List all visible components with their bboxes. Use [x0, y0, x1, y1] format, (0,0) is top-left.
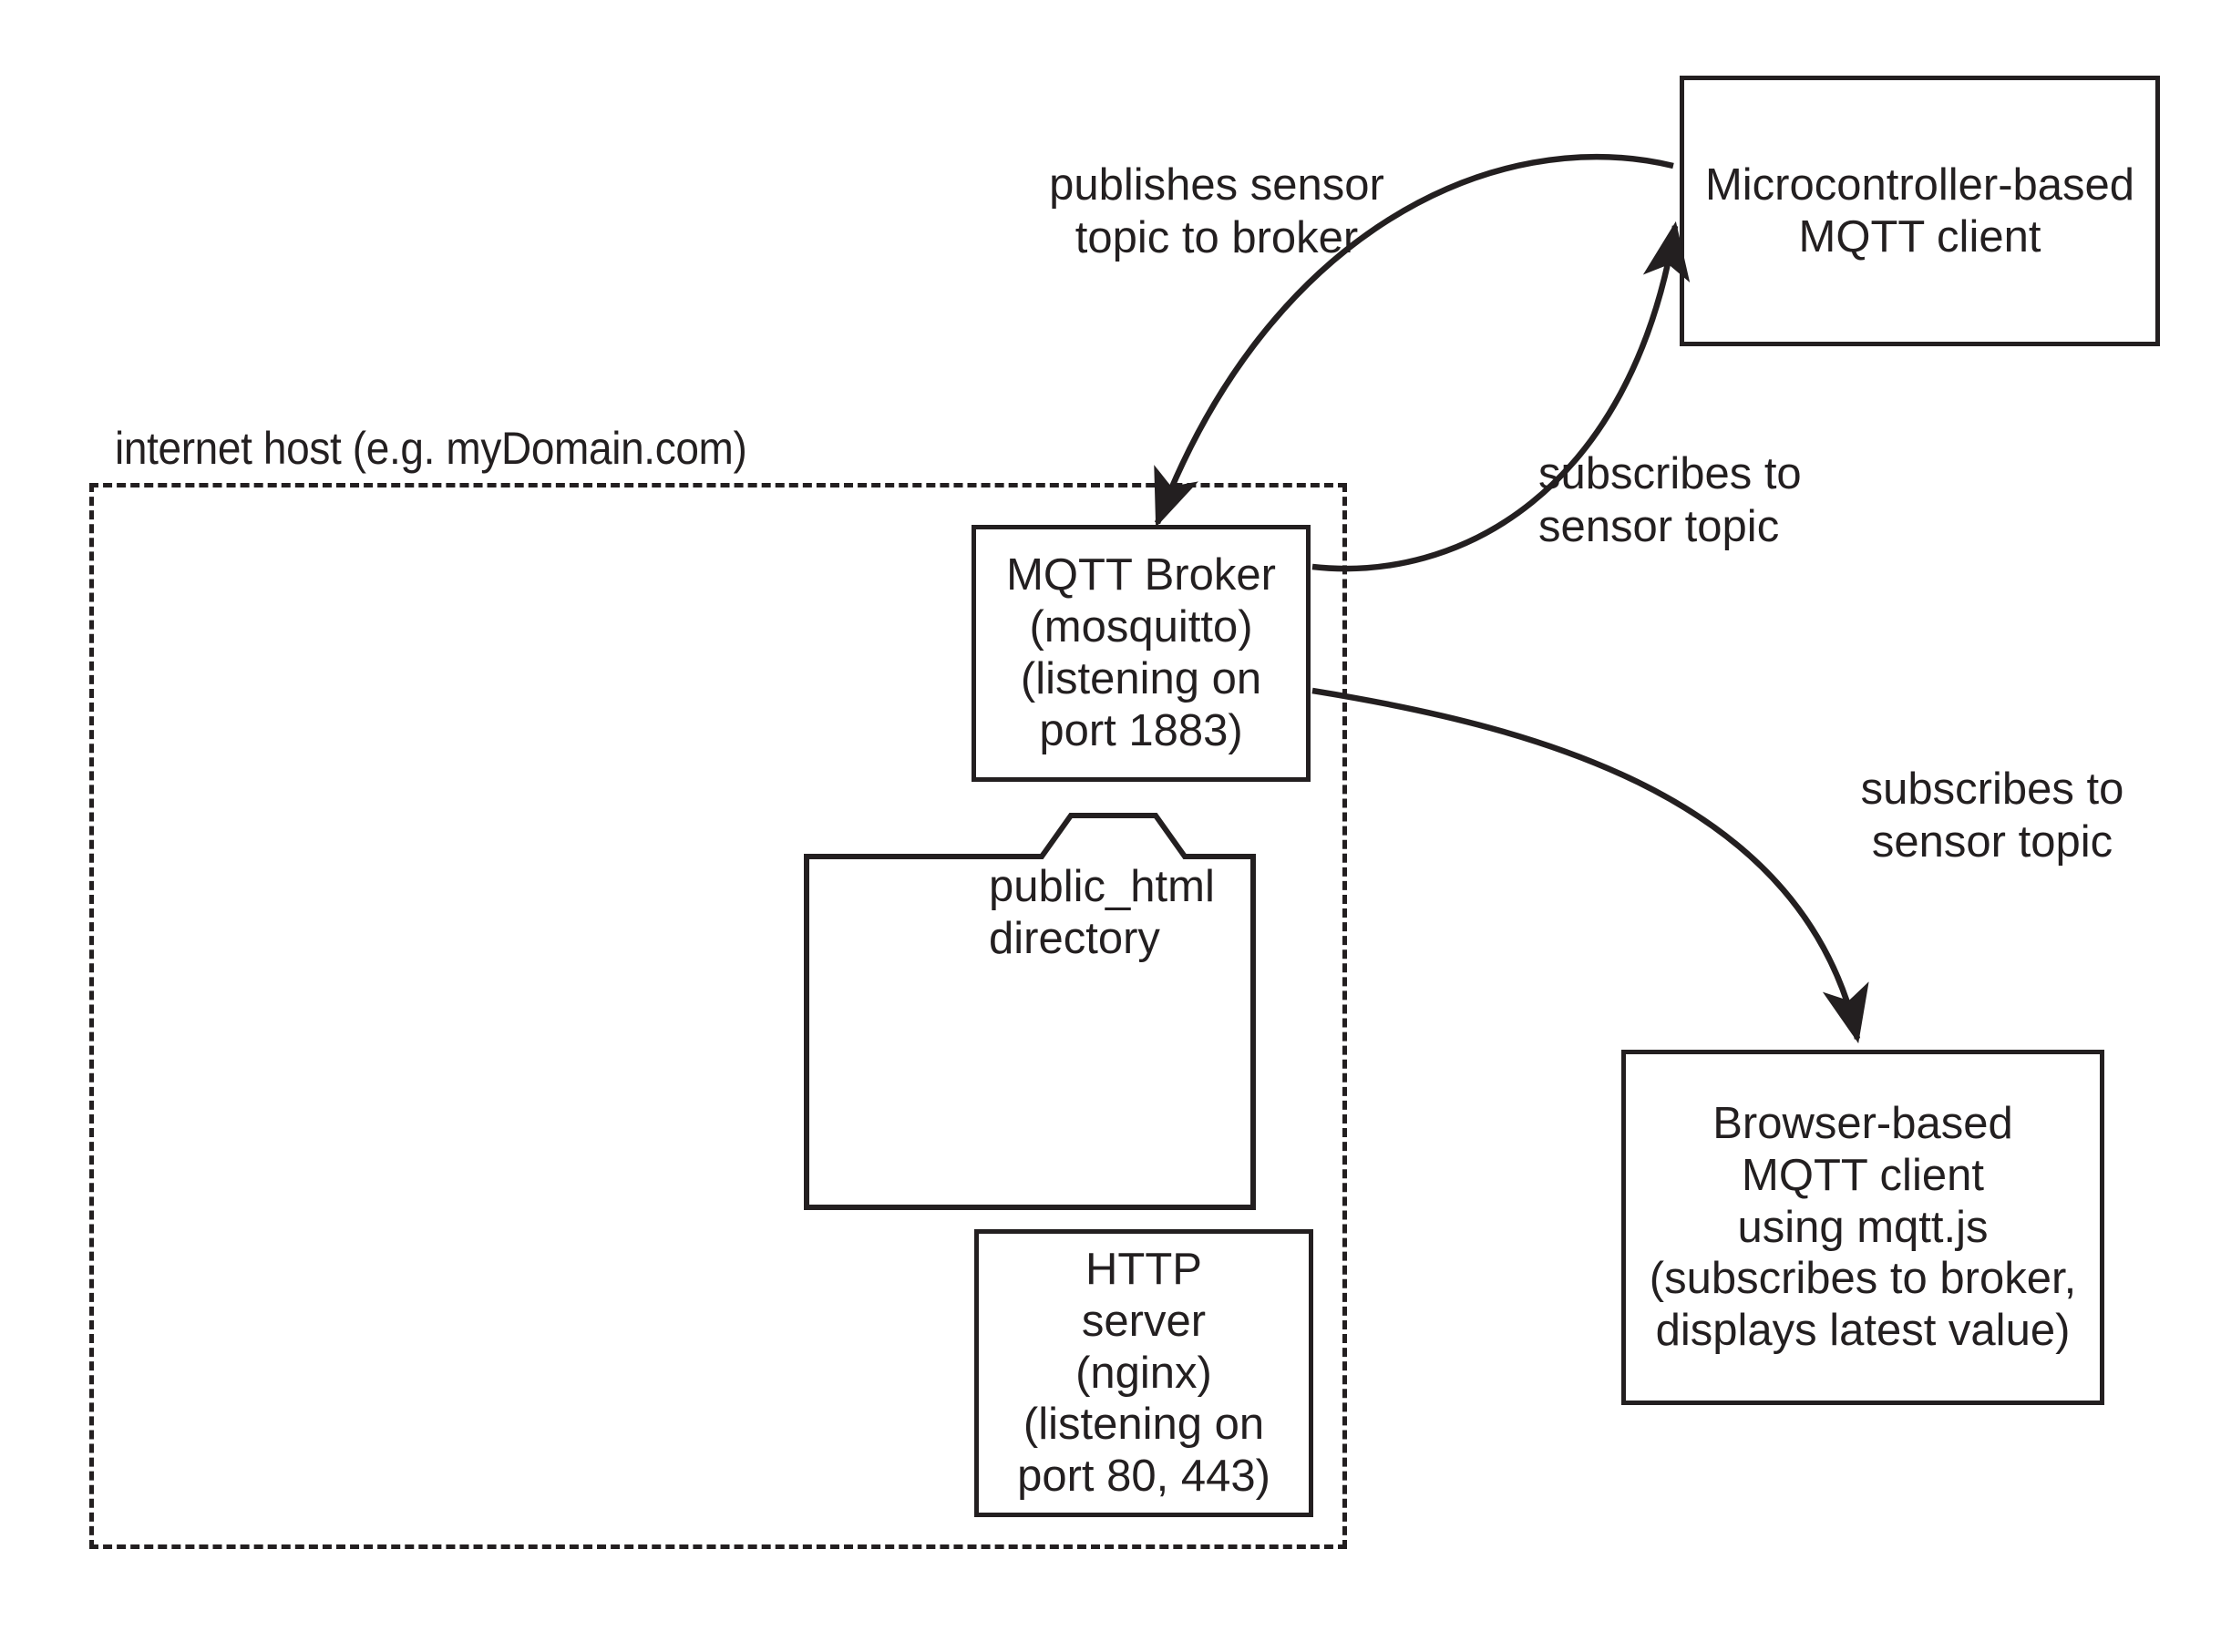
node-mqtt-broker[interactable]: MQTT Broker (mosquitto) (listening on po…: [972, 525, 1311, 782]
node-http-server[interactable]: HTTP server (nginx) (listening on port 8…: [974, 1229, 1313, 1517]
node-microcontroller-mqtt-client[interactable]: Microcontroller-based MQTT client: [1680, 76, 2160, 346]
internet-host-label: internet host (e.g. myDomain.com): [115, 423, 747, 474]
arrow-subscribes-browser: [1311, 687, 1869, 1044]
edge-label-publishes-sensor-topic: publishes sensor topic to broker: [1049, 160, 1384, 262]
node-public-html-directory-label: public_html directory: [989, 862, 1215, 963]
edge-label-subscribes-microcontroller: subscribes to sensor topic: [1538, 449, 1802, 551]
node-public-html-directory-shape[interactable]: [802, 811, 1258, 1212]
node-browser-mqtt-client[interactable]: Browser-based MQTT client using mqtt.js …: [1621, 1050, 2104, 1405]
edge-label-subscribes-browser: subscribes to sensor topic: [1860, 764, 2124, 867]
